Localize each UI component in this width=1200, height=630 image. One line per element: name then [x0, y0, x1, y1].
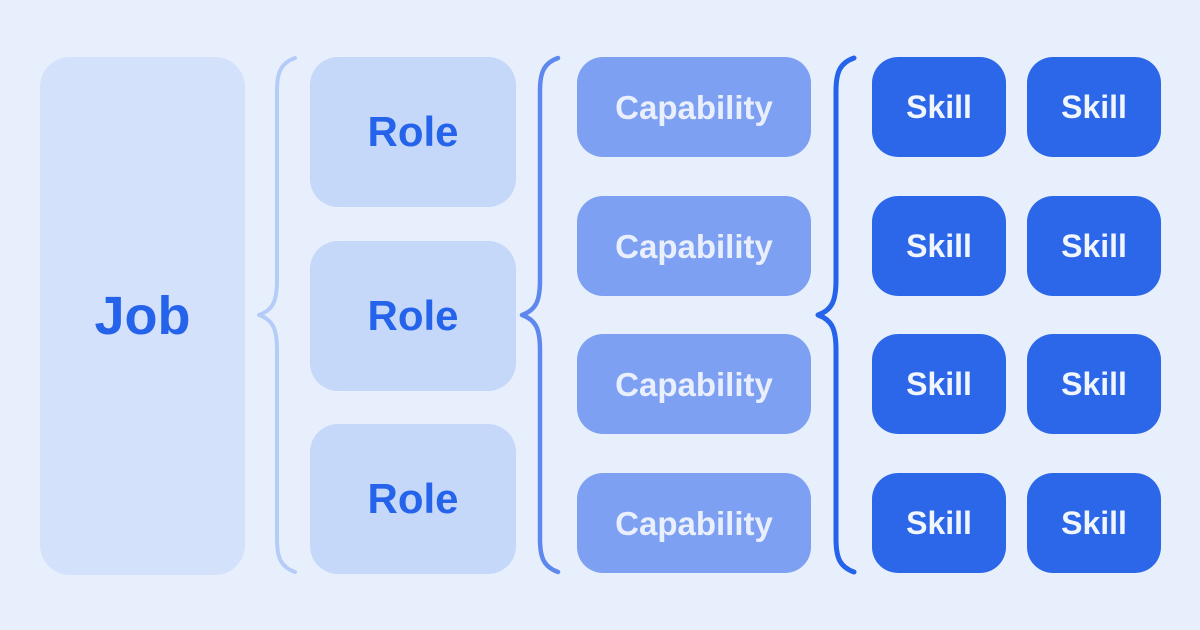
role-box: Role: [310, 424, 516, 574]
job-box: Job: [40, 57, 245, 575]
role-box: Role: [310, 57, 516, 207]
skill-box: Skill: [872, 57, 1006, 157]
capability-box: Capability: [577, 57, 811, 157]
capability-box: Capability: [577, 473, 811, 573]
skill-box: Skill: [1027, 57, 1161, 157]
role-label: Role: [367, 475, 459, 522]
job-roles-brace: [257, 56, 297, 574]
capability-label: Capability: [615, 88, 773, 126]
role-label: Role: [367, 108, 459, 155]
skill-label: Skill: [906, 228, 972, 264]
skill-box: Skill: [1027, 334, 1161, 434]
role-label: Role: [367, 292, 459, 339]
skill-box: Skill: [872, 334, 1006, 434]
skill-label: Skill: [1061, 366, 1127, 402]
skill-label: Skill: [1061, 89, 1127, 125]
skill-label: Skill: [1061, 228, 1127, 264]
skill-box: Skill: [872, 473, 1006, 573]
capability-box: Capability: [577, 334, 811, 434]
capability-label: Capability: [615, 504, 773, 542]
capabilities-skills-brace: [815, 55, 857, 575]
skill-box: Skill: [1027, 196, 1161, 296]
skill-label: Skill: [906, 366, 972, 402]
capability-label: Capability: [615, 227, 773, 265]
role-box: Role: [310, 241, 516, 391]
skill-label: Skill: [906, 505, 972, 541]
skill-box: Skill: [872, 196, 1006, 296]
capability-box: Capability: [577, 196, 811, 296]
job-label: Job: [94, 286, 191, 346]
roles-capabilities-brace: [519, 55, 561, 575]
skill-label: Skill: [906, 89, 972, 125]
capability-label: Capability: [615, 365, 773, 403]
skill-label: Skill: [1061, 505, 1127, 541]
skill-box: Skill: [1027, 473, 1161, 573]
